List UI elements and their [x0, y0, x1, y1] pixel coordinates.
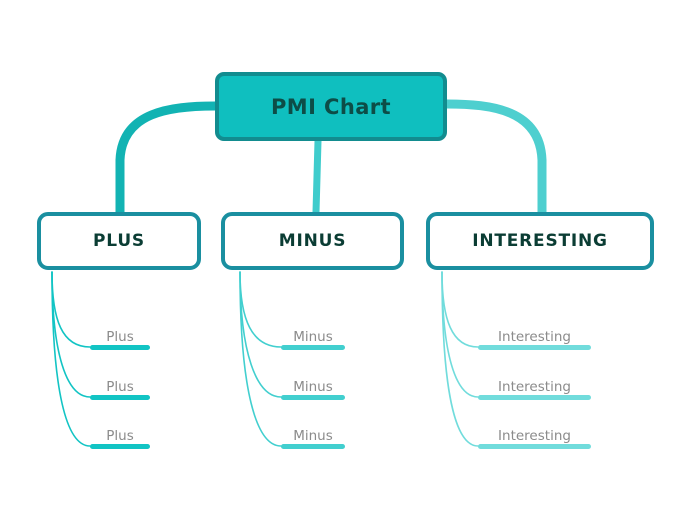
connector-root-to-interesting [442, 99, 547, 217]
leaf-item[interactable]: Plus [90, 409, 150, 449]
connector-plus-leaf-1 [51, 271, 91, 348]
connector-plus-leaf-2 [51, 271, 91, 398]
leaf-item[interactable]: Interesting [478, 310, 591, 350]
branch-node-interesting[interactable]: INTERESTING [426, 212, 654, 270]
leaf-label: Plus [106, 427, 134, 444]
connector-minus-leaf-2 [239, 271, 282, 398]
leaf-bar [90, 444, 150, 449]
leaf-bar [90, 345, 150, 350]
leaf-item[interactable]: Minus [281, 409, 345, 449]
leaf-item[interactable]: Plus [90, 310, 150, 350]
leaf-label: Plus [106, 378, 134, 395]
leaf-item[interactable]: Interesting [478, 409, 591, 449]
root-node[interactable]: PMI Chart [215, 72, 447, 141]
root-node-label: PMI Chart [271, 94, 391, 119]
branch-node-plus[interactable]: PLUS [37, 212, 201, 270]
leaf-label: Minus [293, 378, 333, 395]
leaf-bar [478, 395, 591, 400]
leaf-bar [281, 395, 345, 400]
leaf-bar [281, 444, 345, 449]
leaf-bar [90, 395, 150, 400]
leaf-item[interactable]: Plus [90, 360, 150, 400]
branch-node-plus-label: PLUS [93, 231, 145, 251]
connector-interesting-leaf-3 [441, 271, 479, 447]
leaf-label: Minus [293, 427, 333, 444]
leaf-bar [281, 345, 345, 350]
leaf-item[interactable]: Interesting [478, 360, 591, 400]
connector-interesting-leaf-2 [441, 271, 479, 398]
connector-root-to-minus [312, 137, 322, 216]
branch-node-interesting-label: INTERESTING [472, 231, 608, 251]
connector-root-to-plus [115, 101, 220, 217]
connector-plus-leaf-3 [51, 271, 91, 447]
connector-minus-leaf-1 [239, 271, 282, 348]
leaf-label: Interesting [498, 427, 571, 444]
leaf-item[interactable]: Minus [281, 360, 345, 400]
leaf-item[interactable]: Minus [281, 310, 345, 350]
connector-interesting-leaf-1 [441, 271, 479, 348]
leaf-label: Plus [106, 328, 134, 345]
branch-node-minus-label: MINUS [278, 231, 347, 251]
leaf-label: Interesting [498, 328, 571, 345]
leaf-bar [478, 444, 591, 449]
branch-node-minus[interactable]: MINUS [221, 212, 404, 270]
leaf-label: Interesting [498, 378, 571, 395]
connector-minus-leaf-3 [239, 271, 282, 447]
leaf-label: Minus [293, 328, 333, 345]
leaf-bar [478, 345, 591, 350]
